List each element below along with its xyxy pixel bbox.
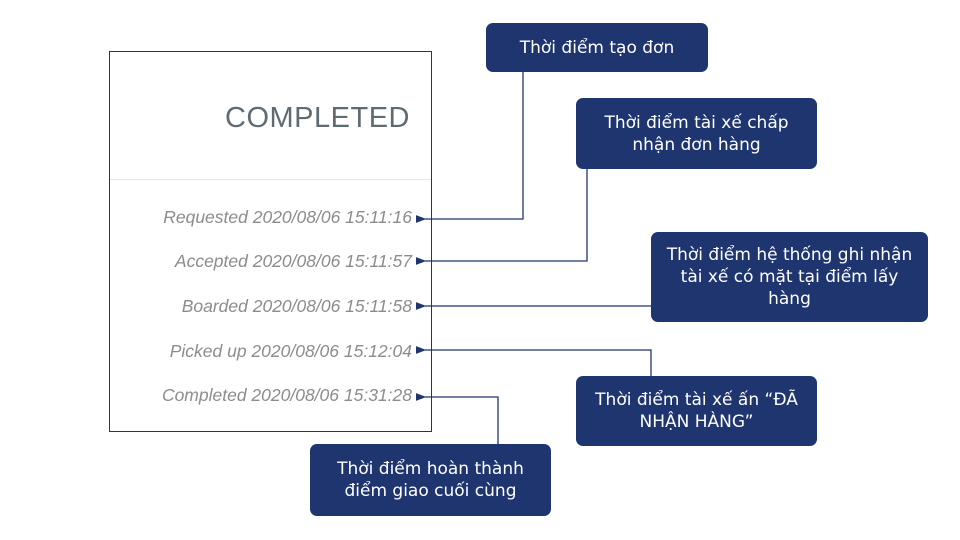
timestamp-completed: Completed 2020/08/06 15:31:28 — [161, 385, 412, 405]
callout-driver-picked-up: Thời điểm tài xế ấn “ĐÃ NHẬN HÀNG” — [576, 376, 817, 446]
timestamp-picked-up: Picked up 2020/08/06 15:12:04 — [169, 341, 412, 361]
timestamp-boarded: Boarded 2020/08/06 15:11:58 — [181, 296, 412, 316]
status-heading: COMPLETED — [225, 102, 410, 134]
callout-order-created: Thời điểm tạo đơn — [486, 23, 708, 72]
timestamp-accepted: Accepted 2020/08/06 15:11:57 — [174, 251, 412, 271]
callout-delivery-completed: Thời điểm hoàn thành điểm giao cuối cùng — [310, 444, 551, 516]
callout-driver-arrived: Thời điểm hệ thống ghi nhận tài xế có mặ… — [651, 232, 928, 322]
divider — [110, 179, 431, 180]
order-status-card: COMPLETED Requested 2020/08/06 15:11:16 … — [109, 51, 432, 432]
timestamp-requested: Requested 2020/08/06 15:11:16 — [163, 207, 412, 227]
callout-driver-accepted: Thời điểm tài xế chấp nhận đơn hàng — [576, 98, 817, 169]
